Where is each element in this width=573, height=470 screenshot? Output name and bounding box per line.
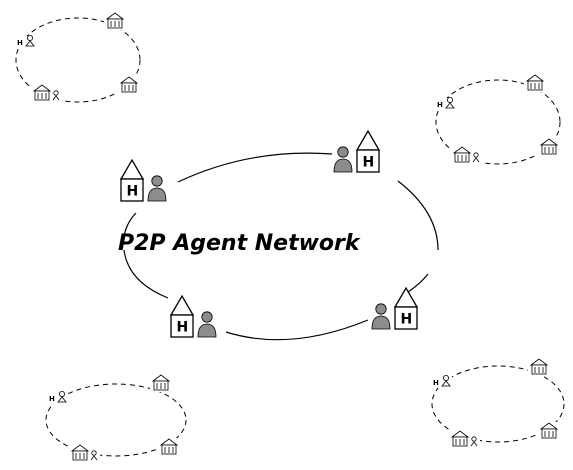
mini-house-agent-node — [450, 430, 480, 448]
small-network-top-left: H — [15, 12, 141, 103]
mini-house-node — [538, 422, 560, 440]
house-icon: H — [119, 158, 145, 202]
svg-text:H: H — [49, 395, 55, 403]
mini-house-node — [528, 358, 550, 376]
house-label: H — [127, 184, 139, 200]
small-network-ring — [45, 383, 187, 457]
mini-house-node — [538, 138, 560, 156]
main-node-bottom-left: H — [169, 294, 217, 338]
svg-text:H: H — [433, 379, 439, 387]
main-node-bottom-right: H — [371, 286, 419, 330]
mini-agent-node: H — [48, 391, 68, 404]
svg-text:H: H — [437, 101, 443, 109]
house-label: H — [363, 155, 375, 171]
main-ring — [123, 152, 439, 341]
small-network-ring — [431, 365, 565, 443]
house-label: H — [401, 312, 413, 328]
diagram-title: P2P Agent Network — [118, 231, 361, 256]
mini-house-agent-node — [32, 84, 62, 102]
ring-connector-top — [177, 152, 333, 183]
small-network-bottom-left: H — [45, 374, 187, 462]
small-network-bottom-right: H — [431, 358, 565, 448]
ring-connector-bottom — [225, 319, 369, 341]
mini-house-node — [158, 438, 180, 456]
ring-connector-left-lower — [123, 249, 169, 299]
ring-connector-left-upper — [123, 212, 137, 237]
agent-icon — [147, 175, 167, 202]
house-icon: H — [355, 129, 381, 173]
mini-house-agent-node — [70, 444, 100, 462]
main-node-top-right: H — [333, 129, 381, 173]
mini-house-node — [150, 374, 172, 392]
house-icon: H — [393, 286, 419, 330]
mini-agent-node: H — [16, 35, 36, 48]
house-label: H — [177, 320, 189, 336]
agent-icon — [197, 311, 217, 338]
mini-house-node — [524, 74, 546, 92]
small-network-right: H — [435, 74, 561, 165]
small-network-ring — [15, 17, 141, 103]
small-network-ring — [435, 79, 561, 165]
mini-house-node — [118, 76, 140, 94]
agent-icon — [371, 303, 391, 330]
mini-house-node — [104, 12, 126, 30]
svg-text:H: H — [17, 39, 23, 47]
mini-agent-node: H — [432, 375, 452, 388]
main-node-top-left: H — [119, 158, 167, 202]
mini-agent-node: H — [436, 97, 456, 110]
ring-connector-right-lower — [407, 273, 429, 293]
agent-icon — [333, 146, 353, 173]
mini-house-agent-node — [452, 146, 482, 164]
ring-connector-right-upper — [397, 180, 439, 251]
house-icon: H — [169, 294, 195, 338]
